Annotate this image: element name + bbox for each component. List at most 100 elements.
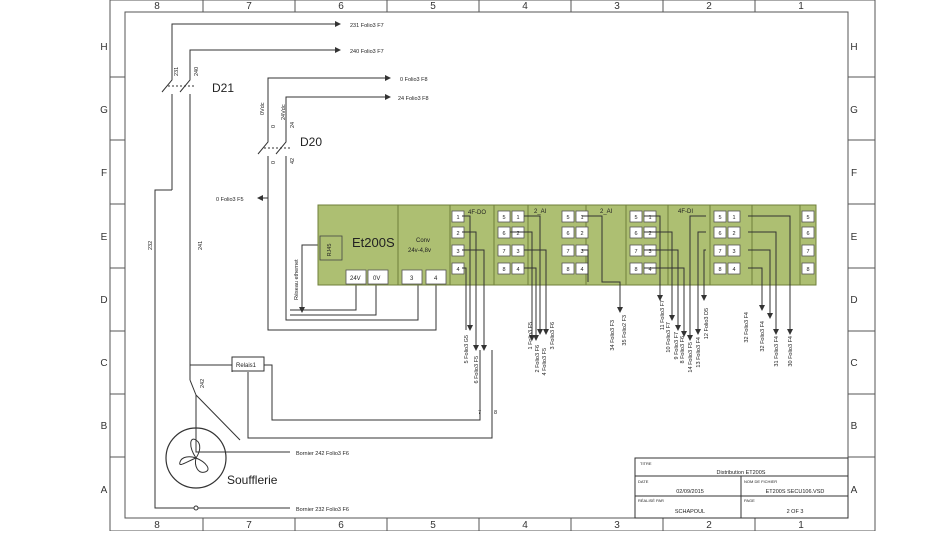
wire-242-label: 242 [200, 379, 206, 388]
io-reference-label: 8 Folio3 F6 [680, 336, 686, 364]
grid-column-bottom: 6 [338, 520, 344, 531]
io-terminal-label: 4 [580, 267, 583, 273]
io-terminal [713, 262, 727, 275]
fan-motor-symbol [165, 427, 227, 489]
ref-24-f8: 24 Folio3 F8 [398, 96, 429, 102]
relais-box [231, 356, 265, 372]
grid-row-right: A [851, 485, 858, 496]
grid-column-top: 3 [614, 1, 620, 12]
io-terminal [801, 244, 815, 257]
bornier-242: Bornier 242 Folio3 F6 [296, 451, 349, 457]
io-terminal [713, 244, 727, 257]
grid-row-left: B [101, 421, 108, 432]
io-terminal-label: 8 [502, 267, 505, 273]
io-terminal [713, 226, 727, 239]
io-terminal [801, 210, 815, 223]
io-terminal [801, 226, 815, 239]
grid-row-left: E [101, 232, 108, 243]
grid-row-right: G [850, 105, 858, 116]
io-reference-label: 34 Folio3 F3 [610, 320, 616, 351]
io-reference-label: 6 Folio3 F5 [474, 356, 480, 384]
io-reference-label: 35 Folio2 F3 [622, 315, 628, 346]
io-terminal [713, 210, 727, 223]
wire-24-top-label: 24 [290, 122, 296, 128]
grid-column-bottom: 7 [246, 520, 252, 531]
io-terminal-label: 8 [566, 267, 569, 273]
wire-7-label: 7 [478, 410, 481, 416]
grid-row-right: F [851, 168, 857, 179]
io-terminal-label: 1 [516, 215, 519, 221]
v0-terminal-label: 0V [373, 276, 380, 282]
io-terminal-label: 7 [502, 249, 505, 255]
io-terminal [629, 262, 643, 275]
wire-0-top-label: 0 [271, 125, 277, 128]
grid-column-top: 6 [338, 1, 344, 12]
io-terminal-label: 1 [580, 215, 583, 221]
io-terminal-label: 4 [456, 267, 459, 273]
io-terminal-label: 4 [732, 267, 735, 273]
io-terminal [727, 226, 741, 239]
grid-column-bottom: 3 [614, 520, 620, 531]
io-terminal-label: 8 [806, 267, 809, 273]
titre-label: TITRE [640, 461, 652, 466]
io-terminal [629, 244, 643, 257]
rj45-port [319, 235, 343, 261]
io-terminal-label: 2 [456, 231, 459, 237]
io-terminal-label: 8 [634, 267, 637, 273]
io-terminal-label: 5 [566, 215, 569, 221]
wire-0-bottom-label: 0 [271, 161, 277, 164]
grid-column-bottom: 4 [522, 520, 528, 531]
io-terminal-label: 3 [516, 249, 519, 255]
d20-label: D20 [300, 135, 322, 149]
conv-terminal-3-label: 3 [410, 276, 414, 282]
conv-title: Conv [416, 238, 430, 244]
title-block [634, 457, 849, 519]
io-terminal-label: 2 [580, 231, 583, 237]
io-terminal-label: 2 [648, 231, 651, 237]
grid-column-top: 2 [706, 1, 712, 12]
soufflerie-label: Soufflerie [227, 473, 278, 487]
ref-0-f8: 0 Folio3 F8 [400, 77, 428, 83]
grid-row-right: C [850, 358, 857, 369]
grid-column-top: 7 [246, 1, 252, 12]
grid-row-right: H [850, 42, 857, 53]
io-reference-label: 10 Folio3 F7 [666, 322, 672, 353]
io-terminal [727, 244, 741, 257]
wire-0vdc-label: 0Vdc [260, 102, 266, 115]
io-terminal [561, 244, 575, 257]
v24-terminal-label: 24V [350, 276, 361, 282]
io-terminal-label: 4 [516, 267, 519, 273]
relais-label: Relais1 [236, 363, 257, 369]
io-terminal-label: 5 [806, 215, 809, 221]
grid-column-top: 4 [522, 1, 528, 12]
realise-label: RÉALISÉ PAR [638, 498, 664, 503]
realise-value: SCHAPOUL [675, 509, 705, 515]
io-terminal-label: 3 [456, 249, 459, 255]
io-reference-label: 14 Folio3 F5 [688, 342, 694, 373]
titre-value: Distribution ET200S [717, 470, 766, 476]
grid-row-left: C [100, 358, 107, 369]
grid-row-left: H [100, 42, 107, 53]
io-terminal-label: 1 [648, 215, 651, 221]
io-reference-label: 30 Folio3 F4 [788, 336, 794, 367]
io-terminal-label: 6 [566, 231, 569, 237]
grid-column-bottom: 1 [798, 520, 804, 531]
grid-column-top: 8 [154, 1, 160, 12]
io-terminal-label: 6 [634, 231, 637, 237]
io-terminal-label: 5 [634, 215, 637, 221]
io-terminal-label: 2 [516, 231, 519, 237]
io-reference-label: 32 Folio3 F4 [744, 312, 750, 343]
io-terminal-label: 6 [806, 231, 809, 237]
module-2-ai-b-label: 2_AI [600, 209, 613, 215]
io-terminal-label: 3 [580, 249, 583, 255]
grid-row-left: F [101, 168, 107, 179]
fichier-label: NOM DE FICHIER [744, 479, 777, 484]
fichier-value: ET200S SECU106.VSD [766, 489, 825, 495]
io-terminal [629, 226, 643, 239]
io-terminal-label: 7 [634, 249, 637, 255]
date-label: DATE [638, 479, 649, 484]
